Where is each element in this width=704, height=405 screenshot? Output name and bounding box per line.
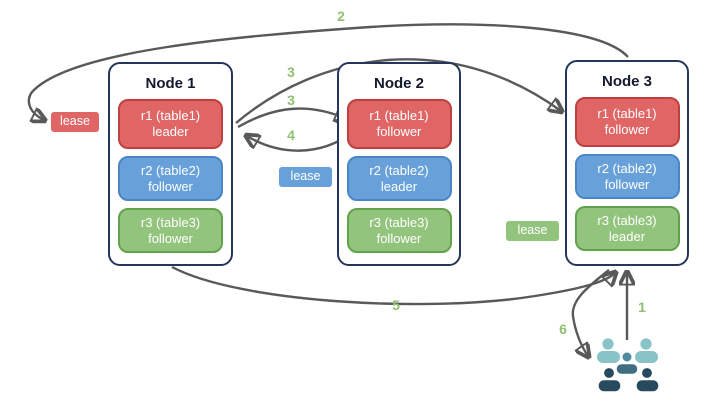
replica-role: leader bbox=[152, 124, 189, 139]
replica-name: r1 (table1) bbox=[369, 108, 429, 123]
replica-name: r2 (table2) bbox=[140, 162, 201, 178]
arrow-step-6-node3-to-users bbox=[571, 269, 610, 356]
users-group-icon bbox=[597, 338, 660, 393]
node-3-title: Node 3 bbox=[601, 73, 652, 90]
node-1-title: Node 1 bbox=[145, 75, 196, 92]
node2-replica-r1: r1 (table1) follower bbox=[346, 99, 452, 149]
lease-tag-r1: lease bbox=[50, 111, 100, 133]
step-label-6: 6 bbox=[559, 321, 567, 337]
replica-name: r1 (table1) bbox=[140, 108, 201, 123]
node3-replica-r3: r3 (table3) leader bbox=[574, 206, 680, 251]
arrow-step-3-node1-to-node3 bbox=[235, 58, 561, 124]
node2-replica-r3: r3 (table3) follower bbox=[346, 208, 452, 253]
replica-role: follower bbox=[376, 230, 422, 246]
step-label-1: 1 bbox=[638, 299, 646, 315]
node-1-container: Node 1 r1 (table1) leader r2 (table2) fo… bbox=[108, 62, 233, 266]
lease-tag-r2: lease bbox=[278, 166, 333, 188]
node1-replica-r3: r3 (table3) follower bbox=[118, 208, 223, 253]
arrow-step-2-node3-to-lease1 bbox=[27, 23, 629, 120]
node-3-container: Node 3 r1 (table1) follower r2 (table2) … bbox=[565, 60, 689, 266]
node1-replica-r2: r2 (table2) follower bbox=[118, 156, 223, 201]
node-2-container: Node 2 r1 (table1) follower r2 (table2) … bbox=[337, 62, 461, 266]
replica-name: r2 (table2) bbox=[369, 162, 429, 178]
replica-role: leader bbox=[380, 178, 418, 194]
step-label-3a: 3 bbox=[287, 64, 295, 80]
replica-role: leader bbox=[608, 228, 646, 244]
replica-name: r3 (table3) bbox=[369, 214, 429, 230]
replica-name: r3 (table3) bbox=[597, 212, 657, 228]
replica-role: follower bbox=[376, 124, 422, 139]
step-label-2: 2 bbox=[337, 8, 345, 24]
arrow-step-3-node1-to-node2 bbox=[237, 109, 347, 129]
node2-replica-r2: r2 (table2) leader bbox=[346, 156, 452, 201]
node3-replica-r1: r1 (table1) follower bbox=[574, 97, 680, 147]
node-2-title: Node 2 bbox=[373, 75, 424, 92]
step-label-5: 5 bbox=[392, 297, 400, 313]
replica-name: r2 (table2) bbox=[597, 160, 657, 176]
step-label-4: 4 bbox=[287, 127, 295, 143]
replica-role: follower bbox=[604, 176, 650, 192]
replica-role: follower bbox=[148, 230, 193, 246]
step-label-3b: 3 bbox=[287, 92, 295, 108]
replica-role: follower bbox=[148, 178, 193, 194]
node1-replica-r1: r1 (table1) leader bbox=[118, 99, 223, 149]
replica-name: r3 (table3) bbox=[140, 214, 201, 230]
lease-tag-r3: lease bbox=[505, 220, 560, 242]
replica-name: r1 (table1) bbox=[597, 106, 657, 121]
node3-replica-r2: r2 (table2) follower bbox=[574, 154, 680, 199]
replica-role: follower bbox=[604, 122, 650, 137]
